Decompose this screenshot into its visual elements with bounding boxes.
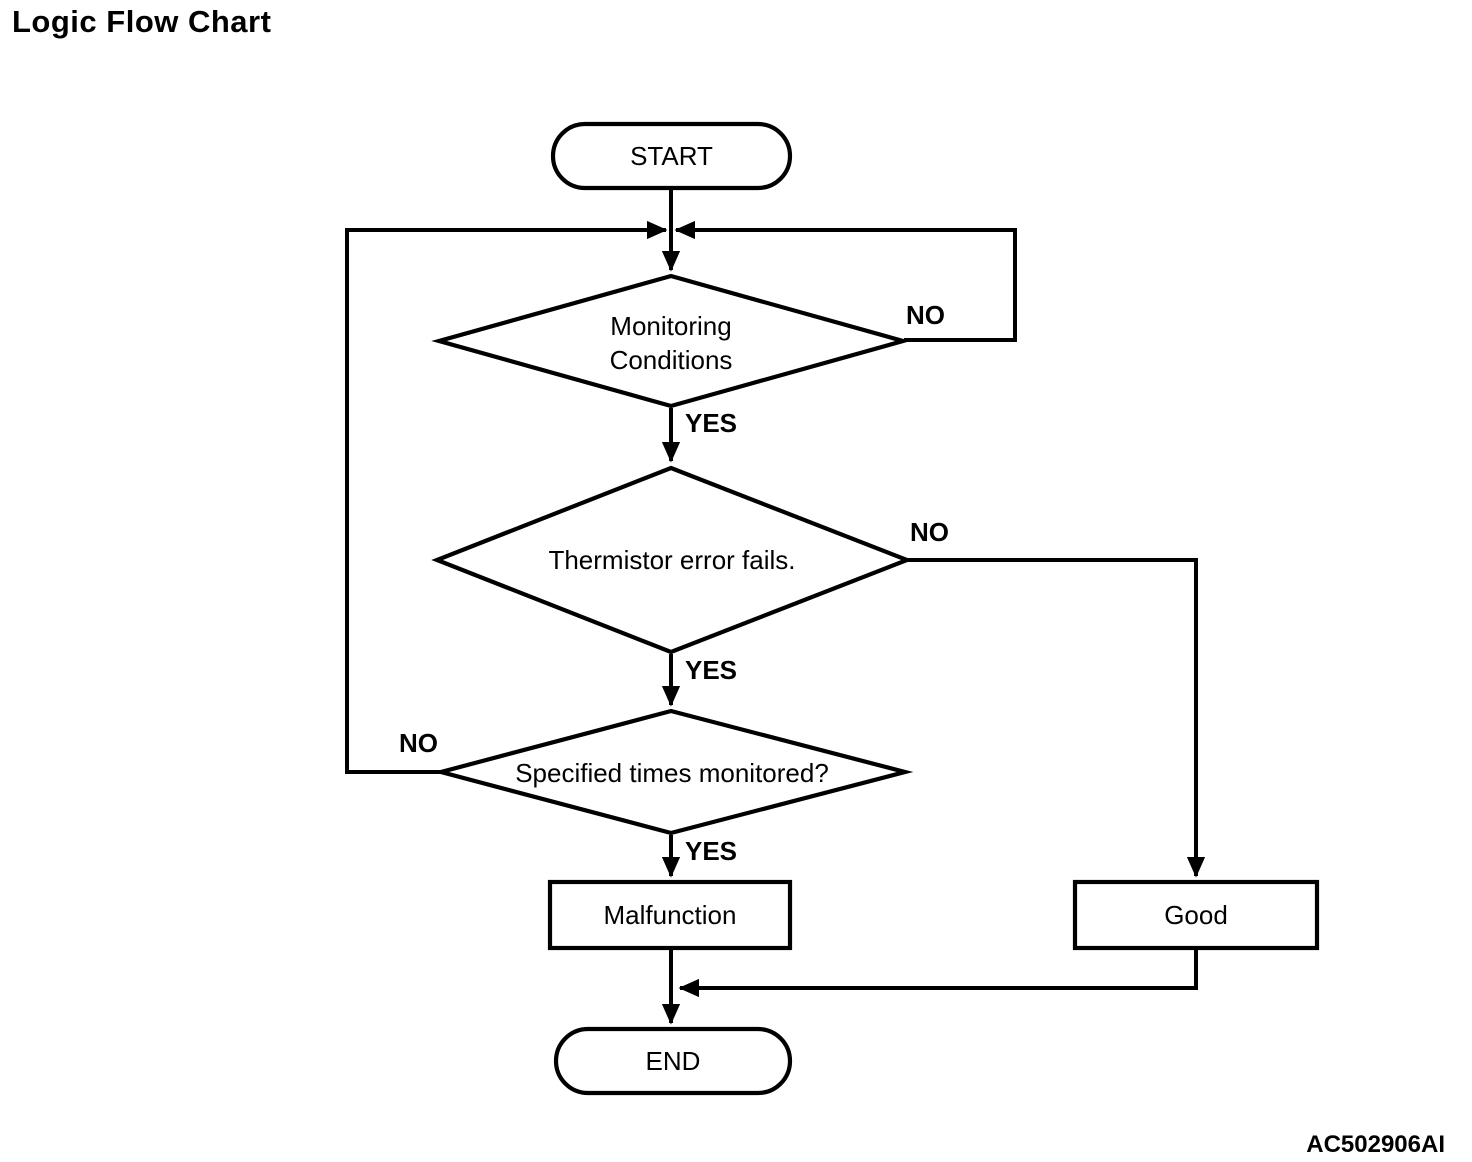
figure-code: AC502906AI bbox=[1306, 1131, 1445, 1158]
end-node-label: END bbox=[645, 1046, 701, 1076]
monitoring-no-label: NO bbox=[906, 300, 945, 330]
edge-good-to-end-junction bbox=[678, 948, 1198, 998]
good-node-label: Good bbox=[1164, 900, 1228, 930]
start-node-label: START bbox=[630, 141, 713, 171]
specified-decision-shape bbox=[432, 708, 914, 836]
specified-no-label: NO bbox=[399, 728, 438, 758]
monitoring-decision-label: Monitoring Conditions bbox=[609, 311, 733, 375]
thermistor-yes-label: YES bbox=[685, 655, 738, 685]
thermistor-decision-shape bbox=[431, 465, 913, 655]
edge-thermistor-no-to-good bbox=[908, 558, 1206, 878]
start-terminator-shape bbox=[550, 121, 793, 191]
end-terminator-shape bbox=[553, 1026, 793, 1096]
monitoring-yes-label: YES bbox=[685, 408, 738, 438]
specified-decision-label: Specified times monitored? bbox=[515, 758, 829, 788]
specified-yes-label: YES bbox=[685, 836, 738, 866]
page-title: Logic Flow Chart bbox=[12, 4, 272, 39]
thermistor-decision-label: Thermistor error fails. bbox=[548, 545, 796, 575]
thermistor-no-label: NO bbox=[910, 517, 949, 547]
edge-specified-no-loop bbox=[345, 220, 668, 774]
edge-monitoring-no-loop bbox=[674, 220, 1017, 342]
monitoring-decision-shape bbox=[431, 273, 911, 409]
malfunction-process-shape bbox=[547, 879, 793, 951]
malfunction-node-label: Malfunction bbox=[603, 900, 737, 930]
good-process-shape bbox=[1072, 879, 1320, 951]
